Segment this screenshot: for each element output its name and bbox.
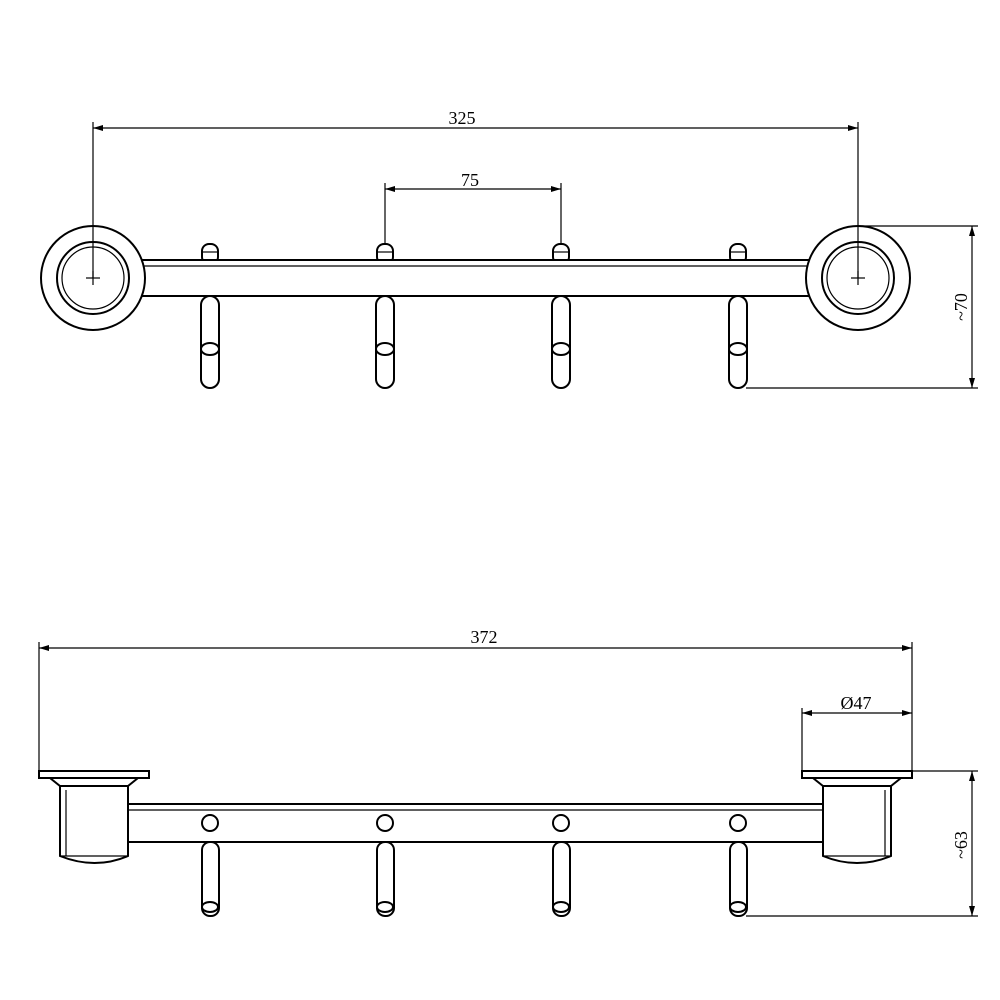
bottom-hook-1 [201, 841, 220, 917]
dim-bottom-height: ~63 [746, 770, 978, 917]
dim-top-overall: 325 [92, 108, 859, 278]
dim-label-75: 75 [461, 170, 479, 190]
bottom-hooks [201, 841, 748, 917]
dim-label-63: ~63 [951, 831, 971, 859]
bottom-view: 372 Ø47 ~63 [38, 627, 978, 917]
dim-label-70: ~70 [951, 293, 971, 321]
bottom-left-mount [38, 770, 150, 864]
dim-label-325: 325 [449, 108, 476, 128]
bottom-hook-4 [729, 841, 748, 917]
top-view: 325 75 ~70 [40, 108, 978, 389]
dim-top-height: ~70 [746, 225, 978, 389]
dim-bottom-overall: 372 [38, 627, 913, 771]
dim-flange-diameter: Ø47 [801, 693, 912, 771]
bottom-bar [118, 803, 836, 843]
dim-label-diameter: Ø47 [841, 693, 872, 713]
bottom-hook-3 [552, 841, 571, 917]
dim-label-372: 372 [471, 627, 498, 647]
dim-hook-spacing: 75 [384, 170, 562, 244]
bottom-hook-2 [376, 841, 395, 917]
bottom-right-mount [801, 770, 913, 864]
